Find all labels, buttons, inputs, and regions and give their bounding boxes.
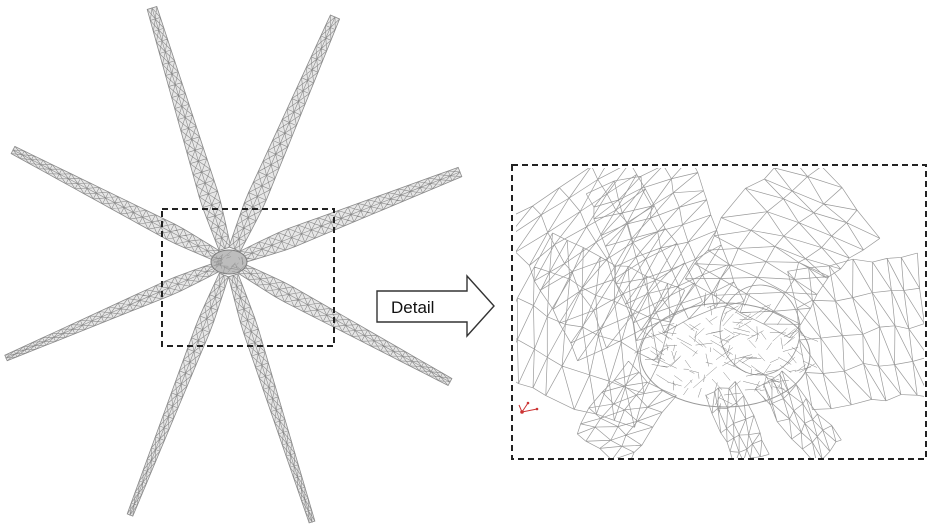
rotor-blade [10, 145, 220, 261]
rotor-blade [239, 166, 463, 264]
detail-hub-body [634, 284, 819, 412]
detail-blade-upper-left [516, 168, 703, 362]
rotor-blades [4, 6, 463, 524]
rotor-blade [228, 273, 316, 524]
detail-strut-lower [705, 381, 770, 458]
rotor-blade [4, 262, 219, 362]
detail-blade-upper-right [684, 168, 881, 338]
detail-arrow: Detail [376, 274, 495, 338]
detail-blade-right [787, 252, 924, 410]
arrow-label: Detail [391, 298, 434, 317]
detail-strut-lower-right [755, 370, 842, 458]
detail-panel-frame [511, 164, 927, 460]
rotor-hub [210, 249, 248, 275]
rotor-blade [228, 14, 341, 253]
arrow-shape [376, 274, 495, 338]
rotor-blade [238, 263, 453, 387]
rotor-blade [146, 6, 232, 251]
detail-region-frame [161, 208, 335, 347]
detail-blade-left [516, 232, 686, 428]
detail-wireframe [516, 168, 924, 458]
detail-panel [511, 164, 927, 460]
detail-blade-lower-left [576, 360, 677, 458]
rotor-overview [4, 6, 463, 524]
axis-triad-icon [518, 401, 539, 414]
rotor-blade [126, 272, 230, 517]
